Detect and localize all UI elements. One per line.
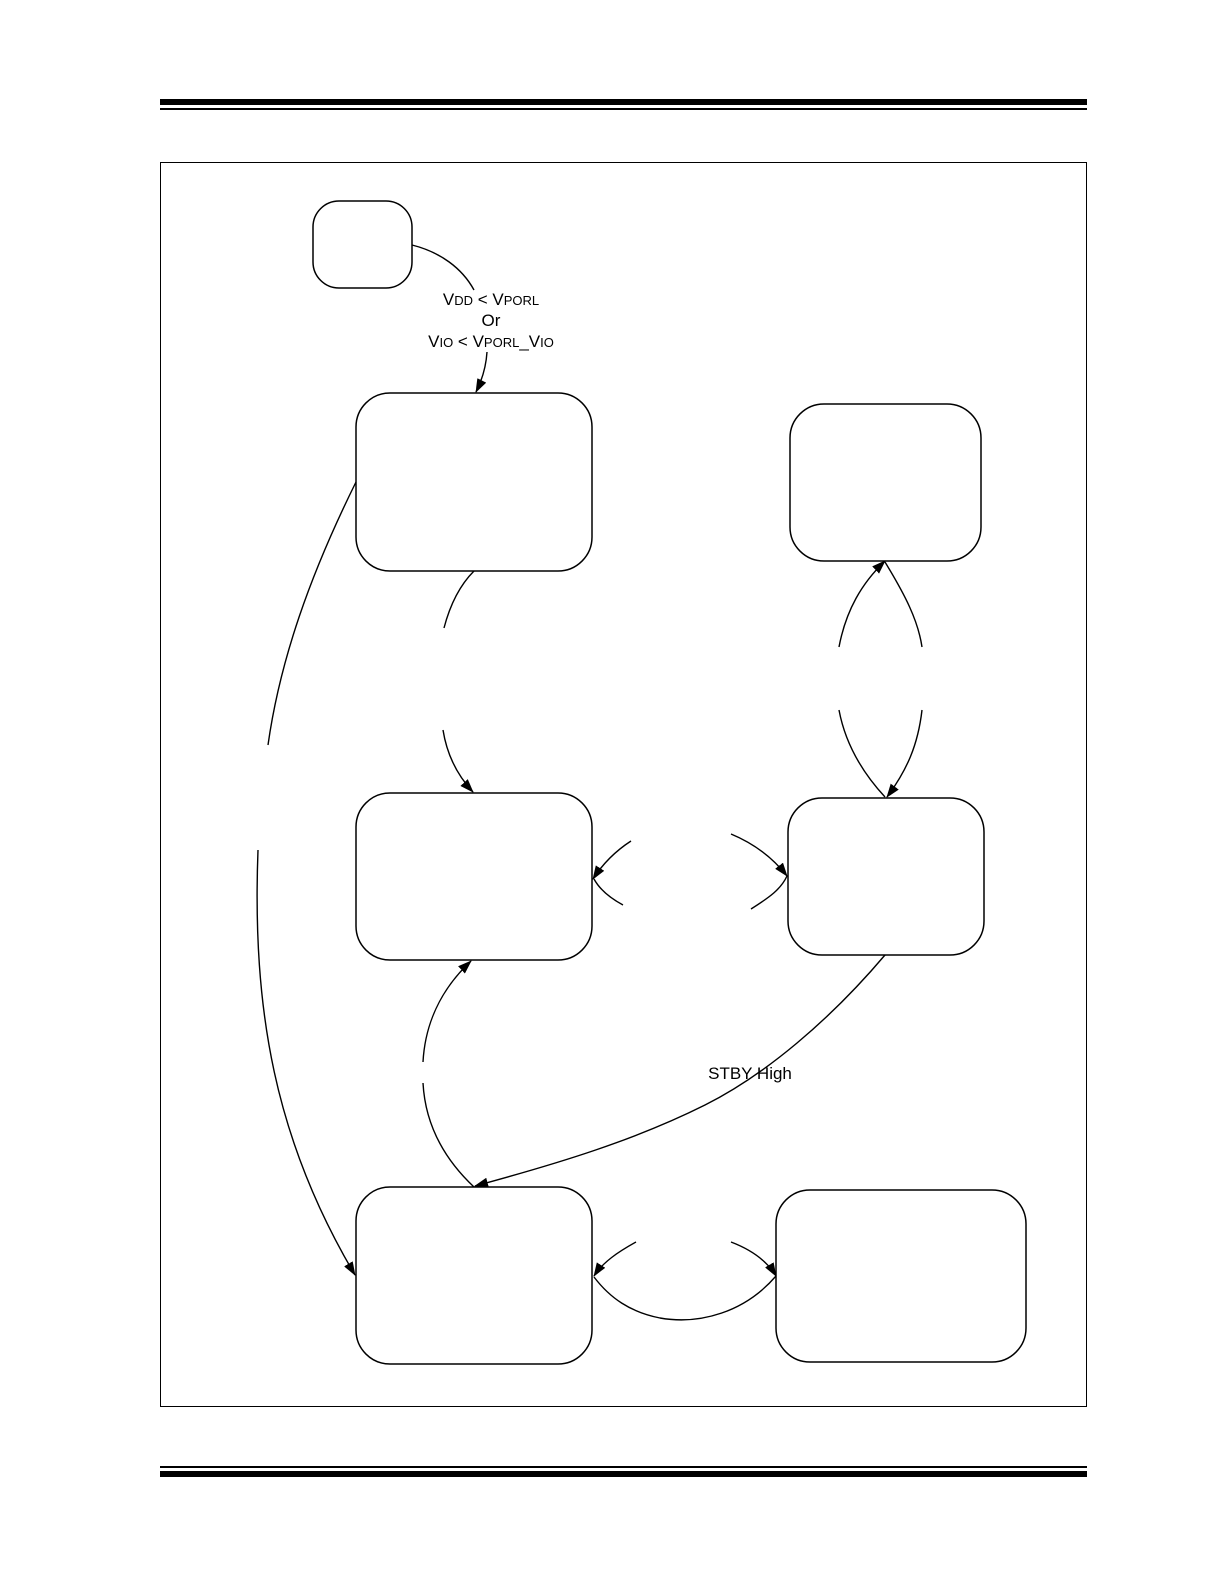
state-middle-right (787, 797, 985, 956)
transition-top-right-to-middle-right (886, 709, 923, 798)
transition-start-curve (411, 244, 475, 291)
transition-bottom-to-standby-a (593, 1241, 637, 1277)
transition-reset-to-middle-left (442, 729, 474, 793)
transition-bottom-to-standby-b (593, 1275, 777, 1321)
footer-rule-thin (160, 1466, 1087, 1468)
state-top-right (789, 403, 982, 562)
transition-standby-to-bottom (730, 1241, 777, 1277)
transition-middle-right-to-top-right (838, 560, 886, 648)
transition-reset-to-standby (256, 849, 356, 1276)
header-rule-thin (160, 108, 1087, 110)
state-middle-left (355, 792, 593, 961)
transition-standby-to-middle-left (422, 960, 472, 1063)
transition-stby-high (474, 954, 886, 1188)
transition-top-right-down-start (884, 561, 923, 648)
state-bottom-right (775, 1189, 1027, 1363)
transition-reset-left-upper (267, 481, 357, 746)
footer-rule-thick (160, 1471, 1087, 1477)
transition-to-middle-right-a (730, 833, 788, 877)
transition-to-middle-left-a (592, 840, 632, 880)
transition-to-middle-right-b (750, 875, 788, 910)
stby-high-label: STBY High (708, 1064, 792, 1083)
por-condition-line3: VIO < VPORL_VIO (428, 332, 554, 351)
state-standby (355, 1186, 593, 1365)
transition-to-middle-left-b (593, 878, 624, 906)
por-condition-line1: VDD < VPORL (443, 290, 539, 309)
figure-frame (160, 162, 1087, 1407)
transition-standby-up-start (422, 1082, 475, 1188)
transition-por-arrow (475, 351, 488, 393)
state-start (312, 200, 413, 289)
transition-middle-right-up-start (838, 709, 886, 798)
por-condition-line2: Or (482, 311, 501, 330)
state-reset (355, 392, 593, 572)
header-rule-thick (160, 99, 1087, 105)
transition-reset-out (443, 570, 475, 629)
